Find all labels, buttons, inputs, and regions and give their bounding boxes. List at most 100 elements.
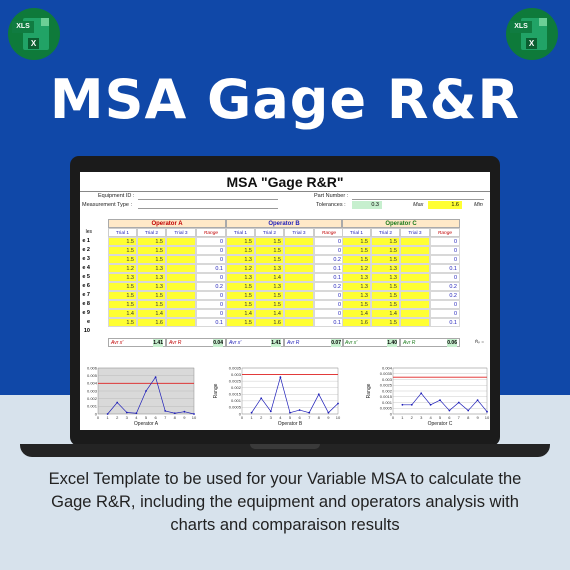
trial-3-cell[interactable] bbox=[166, 273, 196, 282]
trial-1-cell[interactable]: 1.5 bbox=[226, 291, 255, 300]
trial-1-cell[interactable]: 1.5 bbox=[108, 291, 137, 300]
trial-1-cell[interactable]: 1.5 bbox=[108, 246, 137, 255]
trial-3-cell[interactable] bbox=[400, 273, 430, 282]
trial-1-cell[interactable]: 1.5 bbox=[226, 318, 255, 327]
range-cell[interactable]: 0 bbox=[196, 291, 226, 300]
trial-1-cell[interactable]: 1.2 bbox=[226, 264, 255, 273]
trial-2-cell[interactable]: 1.5 bbox=[255, 255, 284, 264]
range-cell[interactable]: 0 bbox=[314, 300, 344, 309]
range-cell[interactable]: 0.1 bbox=[196, 264, 226, 273]
trial-2-cell[interactable]: 1.5 bbox=[371, 318, 400, 327]
trial-2-cell[interactable]: 1.5 bbox=[255, 300, 284, 309]
trial-2-cell[interactable]: 1.3 bbox=[137, 273, 166, 282]
range-cell[interactable]: 0 bbox=[196, 309, 226, 318]
trial-1-cell[interactable]: 1.3 bbox=[342, 282, 371, 291]
equipment-id-field[interactable] bbox=[138, 199, 278, 200]
trial-1-cell[interactable]: 1.5 bbox=[108, 300, 137, 309]
trial-1-cell[interactable]: 1.2 bbox=[342, 264, 371, 273]
trial-1-cell[interactable]: 1.2 bbox=[108, 264, 137, 273]
range-cell[interactable]: 0 bbox=[430, 273, 460, 282]
trial-3-cell[interactable] bbox=[284, 309, 314, 318]
trial-1-cell[interactable]: 1.5 bbox=[226, 300, 255, 309]
trial-3-cell[interactable] bbox=[284, 300, 314, 309]
trial-2-cell[interactable]: 1.5 bbox=[255, 246, 284, 255]
range-cell[interactable]: 0.1 bbox=[196, 318, 226, 327]
trial-2-cell[interactable]: 1.5 bbox=[137, 246, 166, 255]
trial-2-cell[interactable]: 1.5 bbox=[137, 237, 166, 246]
trial-2-cell[interactable]: 1.6 bbox=[255, 318, 284, 327]
range-cell[interactable]: 0.2 bbox=[196, 282, 226, 291]
trial-3-cell[interactable] bbox=[166, 291, 196, 300]
trial-3-cell[interactable] bbox=[400, 264, 430, 273]
trial-1-cell[interactable]: 1.4 bbox=[342, 309, 371, 318]
trial-3-cell[interactable] bbox=[400, 255, 430, 264]
trial-1-cell[interactable]: 1.5 bbox=[108, 237, 137, 246]
range-cell[interactable]: 0 bbox=[430, 246, 460, 255]
trial-2-cell[interactable]: 1.5 bbox=[371, 300, 400, 309]
trial-1-cell[interactable]: 1.5 bbox=[342, 255, 371, 264]
trial-3-cell[interactable] bbox=[166, 264, 196, 273]
range-cell[interactable]: 0.2 bbox=[430, 291, 460, 300]
trial-2-cell[interactable]: 1.3 bbox=[137, 264, 166, 273]
range-cell[interactable]: 0.1 bbox=[314, 318, 344, 327]
range-cell[interactable]: 0.1 bbox=[430, 264, 460, 273]
trial-1-cell[interactable]: 1.5 bbox=[108, 282, 137, 291]
trial-1-cell[interactable]: 1.5 bbox=[108, 255, 137, 264]
trial-2-cell[interactable]: 1.3 bbox=[255, 282, 284, 291]
trial-1-cell[interactable]: 1.5 bbox=[226, 246, 255, 255]
trial-2-cell[interactable]: 1.3 bbox=[371, 264, 400, 273]
trial-1-cell[interactable]: 1.5 bbox=[342, 300, 371, 309]
tolerance-min-value[interactable]: 0.3 bbox=[352, 201, 382, 209]
trial-2-cell[interactable]: 1.4 bbox=[137, 309, 166, 318]
trial-3-cell[interactable] bbox=[166, 246, 196, 255]
trial-3-cell[interactable] bbox=[284, 291, 314, 300]
trial-2-cell[interactable]: 1.6 bbox=[137, 318, 166, 327]
trial-3-cell[interactable] bbox=[284, 318, 314, 327]
trial-3-cell[interactable] bbox=[166, 255, 196, 264]
range-cell[interactable]: 0.2 bbox=[430, 282, 460, 291]
range-cell[interactable]: 0 bbox=[430, 255, 460, 264]
trial-3-cell[interactable] bbox=[284, 237, 314, 246]
trial-3-cell[interactable] bbox=[400, 237, 430, 246]
range-cell[interactable]: 0 bbox=[196, 237, 226, 246]
trial-1-cell[interactable]: 1.5 bbox=[226, 237, 255, 246]
range-cell[interactable]: 0 bbox=[196, 255, 226, 264]
trial-1-cell[interactable]: 1.3 bbox=[226, 255, 255, 264]
trial-2-cell[interactable]: 1.3 bbox=[255, 264, 284, 273]
trial-1-cell[interactable]: 1.3 bbox=[342, 273, 371, 282]
trial-1-cell[interactable]: 1.5 bbox=[226, 282, 255, 291]
trial-3-cell[interactable] bbox=[400, 246, 430, 255]
trial-1-cell[interactable]: 1.3 bbox=[226, 273, 255, 282]
range-cell[interactable]: 0 bbox=[430, 237, 460, 246]
range-cell[interactable]: 0 bbox=[196, 246, 226, 255]
trial-3-cell[interactable] bbox=[166, 300, 196, 309]
trial-2-cell[interactable]: 1.3 bbox=[137, 282, 166, 291]
trial-2-cell[interactable]: 1.4 bbox=[255, 309, 284, 318]
trial-3-cell[interactable] bbox=[400, 309, 430, 318]
trial-3-cell[interactable] bbox=[284, 246, 314, 255]
trial-1-cell[interactable]: 1.5 bbox=[108, 318, 137, 327]
trial-2-cell[interactable]: 1.5 bbox=[255, 291, 284, 300]
trial-2-cell[interactable]: 1.5 bbox=[255, 237, 284, 246]
trial-3-cell[interactable] bbox=[284, 273, 314, 282]
trial-1-cell[interactable]: 1.3 bbox=[108, 273, 137, 282]
trial-1-cell[interactable]: 1.5 bbox=[342, 237, 371, 246]
trial-2-cell[interactable]: 1.5 bbox=[137, 291, 166, 300]
trial-3-cell[interactable] bbox=[400, 318, 430, 327]
trial-3-cell[interactable] bbox=[400, 291, 430, 300]
range-cell[interactable]: 0 bbox=[196, 300, 226, 309]
trial-2-cell[interactable]: 1.4 bbox=[255, 273, 284, 282]
trial-1-cell[interactable]: 1.4 bbox=[108, 309, 137, 318]
part-number-field[interactable] bbox=[352, 199, 484, 200]
trial-1-cell[interactable]: 1.3 bbox=[342, 291, 371, 300]
range-cell[interactable]: 0 bbox=[314, 246, 344, 255]
trial-1-cell[interactable]: 1.4 bbox=[226, 309, 255, 318]
trial-2-cell[interactable]: 1.5 bbox=[371, 291, 400, 300]
trial-3-cell[interactable] bbox=[284, 282, 314, 291]
trial-3-cell[interactable] bbox=[284, 264, 314, 273]
trial-3-cell[interactable] bbox=[400, 300, 430, 309]
trial-3-cell[interactable] bbox=[166, 282, 196, 291]
trial-1-cell[interactable]: 1.6 bbox=[342, 318, 371, 327]
measurement-type-field[interactable] bbox=[138, 208, 278, 209]
range-cell[interactable]: 0 bbox=[430, 300, 460, 309]
